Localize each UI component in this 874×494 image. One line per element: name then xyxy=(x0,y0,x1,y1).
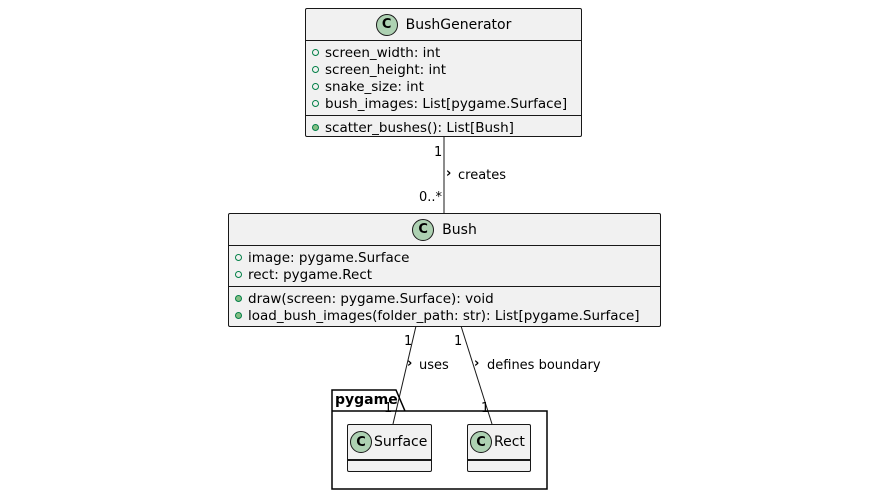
uses-to-multiplicity: 1 xyxy=(384,401,393,416)
class-header: C Rect xyxy=(468,425,530,460)
field-row: rect: pygame.Rect xyxy=(235,266,660,283)
class-icon: C xyxy=(412,218,435,241)
field-text: rect: pygame.Rect xyxy=(248,266,373,283)
class-bush: C Bush image: pygame.Surface rect: pygam… xyxy=(228,213,661,327)
class-name: BushGenerator xyxy=(405,16,512,33)
public-method-icon xyxy=(312,124,319,131)
class-icon: C xyxy=(470,431,492,453)
empty-section xyxy=(468,460,530,469)
defines-to-multiplicity: 1 xyxy=(481,401,490,416)
uses-line xyxy=(392,325,417,425)
method-text: load_bush_images(folder_path: str): List… xyxy=(248,307,640,324)
creates-direction-icon: › xyxy=(446,166,452,181)
class-name: Surface xyxy=(374,434,428,450)
method-row: scatter_bushes(): List[Bush] xyxy=(312,119,581,136)
public-field-icon xyxy=(312,66,319,73)
field-text: image: pygame.Surface xyxy=(248,249,410,266)
method-text: scatter_bushes(): List[Bush] xyxy=(325,119,514,136)
class-icon: C xyxy=(375,13,398,36)
creates-to-multiplicity: 0..* xyxy=(419,190,443,205)
method-row: load_bush_images(folder_path: str): List… xyxy=(235,307,660,324)
public-field-icon xyxy=(235,254,242,261)
methods-section: draw(screen: pygame.Surface): void load_… xyxy=(229,286,660,327)
class-bush-generator: C BushGenerator screen_width: int screen… xyxy=(305,8,582,137)
class-icon: C xyxy=(350,431,372,453)
class-rect: C Rect xyxy=(467,424,531,472)
field-text: snake_size: int xyxy=(325,78,424,95)
public-field-icon xyxy=(312,49,319,56)
defines-from-multiplicity: 1 xyxy=(454,334,463,349)
uses-label: uses xyxy=(419,358,449,373)
defines-label: defines boundary xyxy=(487,358,601,373)
class-surface: C Surface xyxy=(347,424,432,472)
defines-boundary-line xyxy=(460,325,493,425)
class-name: Rect xyxy=(494,434,525,450)
class-header: C Surface xyxy=(348,425,431,460)
public-field-icon xyxy=(312,83,319,90)
package-frame xyxy=(331,389,548,490)
class-header: C Bush xyxy=(229,214,660,246)
field-row: image: pygame.Surface xyxy=(235,249,660,266)
field-row: snake_size: int xyxy=(312,78,581,95)
class-name: Bush xyxy=(442,221,477,238)
field-row: screen_width: int xyxy=(312,44,581,61)
uses-direction-icon: › xyxy=(407,356,413,371)
field-row: screen_height: int xyxy=(312,61,581,78)
field-row: bush_images: List[pygame.Surface] xyxy=(312,95,581,112)
field-text: screen_height: int xyxy=(325,61,447,78)
method-text: draw(screen: pygame.Surface): void xyxy=(248,290,494,307)
field-text: screen_width: int xyxy=(325,44,441,61)
field-text: bush_images: List[pygame.Surface] xyxy=(325,95,568,112)
method-row: draw(screen: pygame.Surface): void xyxy=(235,290,660,307)
creates-label: creates xyxy=(458,168,507,183)
methods-section: scatter_bushes(): List[Bush] xyxy=(306,115,581,139)
class-header: C BushGenerator xyxy=(306,9,581,41)
public-field-icon xyxy=(312,100,319,107)
fields-section: screen_width: int screen_height: int sna… xyxy=(306,41,581,115)
empty-section xyxy=(348,460,431,469)
public-field-icon xyxy=(235,271,242,278)
uses-from-multiplicity: 1 xyxy=(404,334,413,349)
package-name: pygame xyxy=(335,392,398,408)
fields-section: image: pygame.Surface rect: pygame.Rect xyxy=(229,246,660,286)
public-method-icon xyxy=(235,312,242,319)
defines-direction-icon: › xyxy=(474,356,480,371)
public-method-icon xyxy=(235,295,242,302)
creates-from-multiplicity: 1 xyxy=(434,145,443,160)
